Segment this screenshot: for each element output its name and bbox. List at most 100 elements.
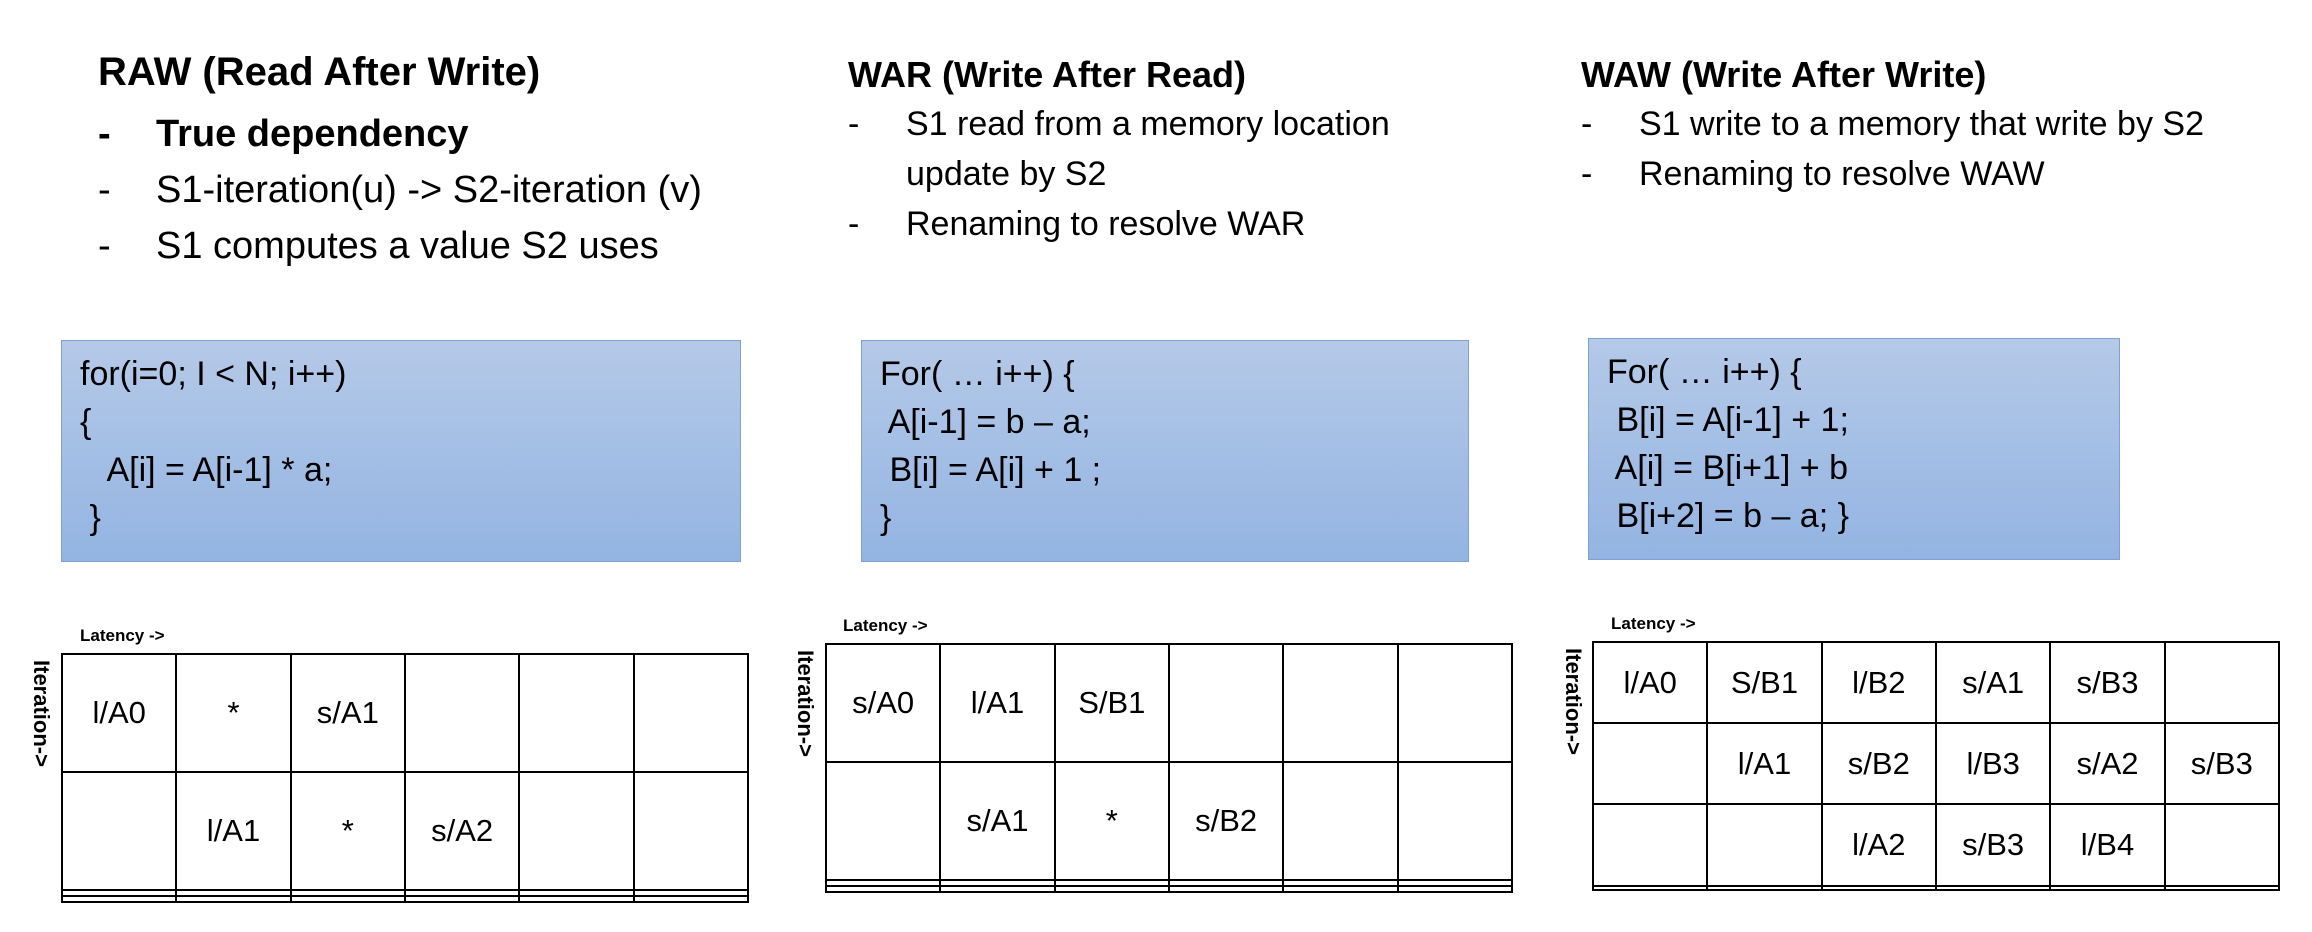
grid-cell xyxy=(1167,878,1285,887)
war-latency-label: Latency -> xyxy=(843,616,928,635)
grid-cell: l/A2 xyxy=(1820,803,1937,887)
grid-cell xyxy=(60,888,178,897)
grid-cell xyxy=(632,894,750,904)
grid-cell: l/B2 xyxy=(1820,640,1937,725)
waw-iteration-label: Iteration-> xyxy=(1561,648,1586,755)
grid-cell xyxy=(1934,884,2052,892)
grid-cell xyxy=(2163,803,2281,887)
grid-cell xyxy=(2163,884,2281,892)
grid-cell: s/B2 xyxy=(1167,760,1285,881)
grid-cell xyxy=(1396,878,1514,887)
grid-row: s/A1*s/B2 xyxy=(824,760,1514,881)
war-title: WAR (Write After Read) xyxy=(848,54,1247,95)
grid-cell xyxy=(1167,643,1285,763)
grid-cell xyxy=(175,894,292,904)
grid-cell xyxy=(632,770,750,891)
war-code-line-2: A[i-1] = b – a; xyxy=(880,403,1091,441)
grid-cell xyxy=(289,894,406,904)
grid-cell xyxy=(518,770,635,891)
grid-cell: s/A1 xyxy=(939,760,1056,881)
raw-latency-label: Latency -> xyxy=(80,626,165,645)
grid-cell xyxy=(518,888,635,897)
war-code-line-3: B[i] = A[i] + 1 ; xyxy=(880,451,1102,489)
war-code-line-4: } xyxy=(880,499,892,537)
war-iteration-label: Iteration-> xyxy=(793,650,818,757)
grid-cell xyxy=(1282,643,1399,763)
grid-cell xyxy=(939,878,1056,887)
war-bullets: S1 read from a memory location update by… xyxy=(848,99,1488,249)
raw-code-line-4: } xyxy=(80,499,101,537)
waw-bullet-renaming: Renaming to resolve WAW xyxy=(1581,149,2301,199)
raw-bullet-iterations: S1-iteration(u) -> S2-iteration (v) xyxy=(98,162,798,218)
grid-cell xyxy=(824,884,942,894)
waw-bullets: S1 write to a memory that write by S2 Re… xyxy=(1581,99,2301,199)
grid-cell xyxy=(1396,643,1514,763)
grid-cell xyxy=(2049,884,2166,892)
raw-bullet-true-dependency: True dependency xyxy=(98,106,798,162)
grid-cell: s/B2 xyxy=(1820,722,1937,806)
grid-cell: s/B3 xyxy=(1934,803,2052,887)
grid-cell xyxy=(1282,884,1399,894)
grid-cell: s/A1 xyxy=(1934,640,2052,725)
war-bullet-renaming: Renaming to resolve WAR xyxy=(848,199,1488,249)
war-code-box: For( … i++) { A[i-1] = b – a; B[i] = A[i… xyxy=(861,340,1469,562)
grid-row xyxy=(1591,884,2281,892)
war-code-line-1: For( … i++) { xyxy=(880,355,1075,393)
raw-title: RAW (Read After Write) xyxy=(98,50,541,94)
grid-cell: s/A2 xyxy=(2049,722,2166,806)
grid-cell: s/B3 xyxy=(2049,640,2166,725)
raw-code-box: for(i=0; I < N; i++) { A[i] = A[i-1] * a… xyxy=(61,340,741,562)
grid-cell xyxy=(1396,884,1514,894)
grid-cell: l/B4 xyxy=(2049,803,2166,887)
grid-cell xyxy=(1282,760,1399,881)
raw-iteration-label: Iteration-> xyxy=(29,660,54,767)
grid-cell xyxy=(403,653,521,773)
grid-cell xyxy=(1396,760,1514,881)
grid-cell xyxy=(403,888,521,897)
grid-cell xyxy=(1591,884,1709,892)
grid-cell: l/A1 xyxy=(175,770,292,891)
grid-row xyxy=(824,884,1514,894)
grid-cell xyxy=(1053,878,1170,887)
raw-bullets: True dependency S1-iteration(u) -> S2-it… xyxy=(98,106,798,274)
grid-cell xyxy=(518,894,635,904)
grid-cell xyxy=(1053,884,1170,894)
grid-cell: s/B3 xyxy=(2163,722,2281,806)
grid-row xyxy=(824,878,1514,887)
grid-cell: l/B3 xyxy=(1934,722,2052,806)
grid-cell xyxy=(175,888,292,897)
grid-cell xyxy=(1167,884,1285,894)
grid-cell: l/A0 xyxy=(1591,640,1709,725)
raw-bullet-computes: S1 computes a value S2 uses xyxy=(98,218,798,274)
grid-cell: * xyxy=(289,770,406,891)
grid-cell xyxy=(632,653,750,773)
raw-code-line-1: for(i=0; I < N; i++) xyxy=(80,355,347,393)
grid-row: l/A1*s/A2 xyxy=(60,770,750,891)
grid-cell xyxy=(824,878,942,887)
grid-cell: S/B1 xyxy=(1706,640,1823,725)
grid-cell: l/A1 xyxy=(939,643,1056,763)
waw-latency-label: Latency -> xyxy=(1611,614,1696,633)
grid-cell: s/A2 xyxy=(403,770,521,891)
grid-cell xyxy=(60,770,178,891)
grid-cell xyxy=(1282,878,1399,887)
grid-row xyxy=(60,894,750,904)
grid-cell xyxy=(1706,803,1823,887)
grid-cell xyxy=(2163,640,2281,725)
waw-code-line-3: A[i] = B[i+1] + b xyxy=(1607,449,1848,487)
grid-cell xyxy=(289,888,406,897)
grid-cell xyxy=(1591,803,1709,887)
waw-code-line-4: B[i+2] = b – a; } xyxy=(1607,497,1849,535)
waw-title: WAW (Write After Write) xyxy=(1581,54,1987,95)
war-bullet-read: S1 read from a memory location update by… xyxy=(848,99,1488,199)
grid-row: l/A0*s/A1 xyxy=(60,653,750,773)
grid-cell xyxy=(1591,722,1709,806)
grid-cell xyxy=(824,760,942,881)
grid-cell xyxy=(403,894,521,904)
